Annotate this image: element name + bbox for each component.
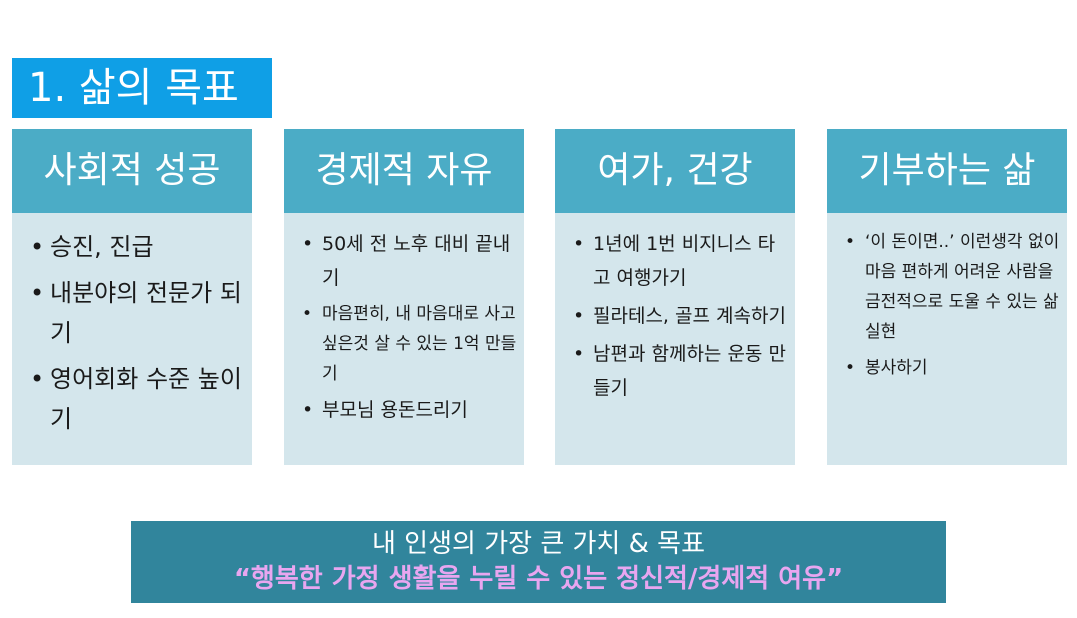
goal-card-social-success: 사회적 성공 승진, 진급 내분야의 전문가 되기 영어회화 수준 높이기 xyxy=(12,129,252,465)
goal-list: 50세 전 노후 대비 끝내기 마음편히, 내 마음대로 사고 싶은것 살 수 … xyxy=(298,227,518,427)
card-heading: 기부하는 삶 xyxy=(827,129,1067,213)
card-body: ‘이 돈이면..’ 이런생각 없이 마음 편하게 어려운 사람을 금전적으로 도… xyxy=(827,213,1067,465)
list-item: 남편과 함께하는 운동 만들기 xyxy=(569,337,789,405)
list-item: 50세 전 노후 대비 끝내기 xyxy=(298,227,518,295)
list-item: 영어회화 수준 높이기 xyxy=(26,359,246,439)
list-item: 승진, 진급 xyxy=(26,227,246,267)
list-item: 1년에 1번 비지니스 타고 여행가기 xyxy=(569,227,789,295)
card-body: 승진, 진급 내분야의 전문가 되기 영어회화 수준 높이기 xyxy=(12,213,252,465)
banner-quote: “행복한 가정 생활을 누릴 수 있는 정신적/경제적 여유” xyxy=(233,564,844,594)
page-title: 1. 삶의 목표 xyxy=(12,58,272,118)
goal-list: ‘이 돈이면..’ 이런생각 없이 마음 편하게 어려운 사람을 금전적으로 도… xyxy=(841,227,1061,383)
goal-list: 승진, 진급 내분야의 전문가 되기 영어회화 수준 높이기 xyxy=(26,227,246,439)
list-item: 내분야의 전문가 되기 xyxy=(26,273,246,353)
card-heading: 사회적 성공 xyxy=(12,129,252,213)
card-heading: 경제적 자유 xyxy=(284,129,524,213)
card-heading: 여가, 건강 xyxy=(555,129,795,213)
goal-card-leisure-health: 여가, 건강 1년에 1번 비지니스 타고 여행가기 필라테스, 골프 계속하기… xyxy=(555,129,795,465)
goal-list: 1년에 1번 비지니스 타고 여행가기 필라테스, 골프 계속하기 남편과 함께… xyxy=(569,227,789,405)
card-body: 50세 전 노후 대비 끝내기 마음편히, 내 마음대로 사고 싶은것 살 수 … xyxy=(284,213,524,465)
list-item: 필라테스, 골프 계속하기 xyxy=(569,299,789,333)
card-body: 1년에 1번 비지니스 타고 여행가기 필라테스, 골프 계속하기 남편과 함께… xyxy=(555,213,795,465)
banner-title: 내 인생의 가장 큰 가치 & 목표 xyxy=(372,529,705,559)
list-item: 봉사하기 xyxy=(841,353,1061,383)
value-banner: 내 인생의 가장 큰 가치 & 목표 “행복한 가정 생활을 누릴 수 있는 정… xyxy=(131,521,946,603)
goal-card-giving-life: 기부하는 삶 ‘이 돈이면..’ 이런생각 없이 마음 편하게 어려운 사람을 … xyxy=(827,129,1067,465)
list-item: 부모님 용돈드리기 xyxy=(298,393,518,427)
list-item: ‘이 돈이면..’ 이런생각 없이 마음 편하게 어려운 사람을 금전적으로 도… xyxy=(841,227,1061,347)
goal-card-financial-freedom: 경제적 자유 50세 전 노후 대비 끝내기 마음편히, 내 마음대로 사고 싶… xyxy=(284,129,524,465)
list-item: 마음편히, 내 마음대로 사고 싶은것 살 수 있는 1억 만들기 xyxy=(298,299,518,389)
